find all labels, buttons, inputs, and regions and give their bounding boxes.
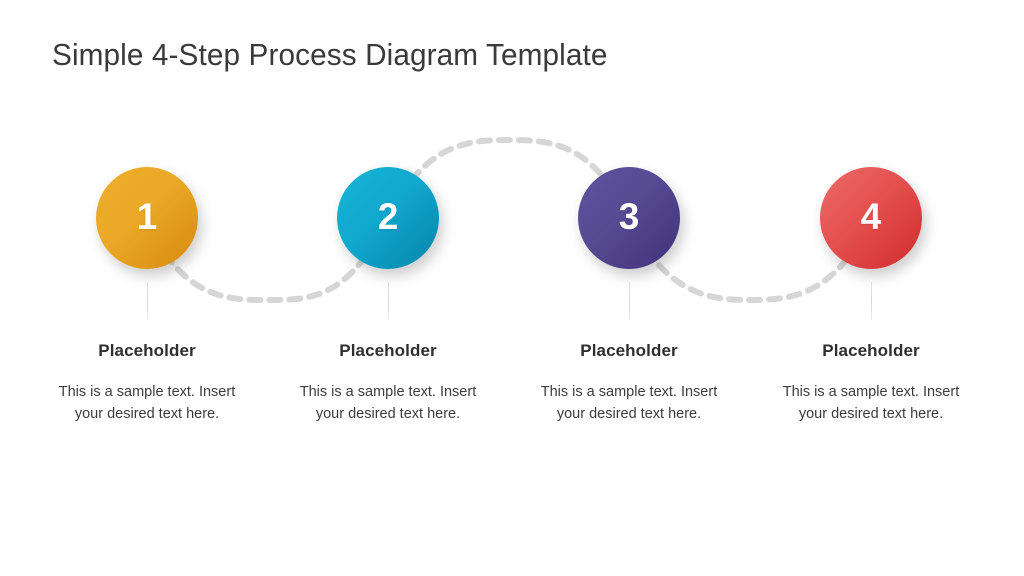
step-2-heading: Placeholder [339,341,437,360]
step-4-tick-line [871,282,872,320]
step-3-tick-line [629,282,630,320]
step-2-circle[interactable]: 2 [337,167,439,269]
step-4-circle[interactable]: 4 [820,167,922,269]
process-step-2[interactable]: 2 Placeholder This is a sample text. Ins… [267,0,509,576]
step-4-body: This is a sample text. Insert your desir… [782,384,960,422]
step-2-body: This is a sample text. Insert your desir… [299,384,477,422]
process-step-1[interactable]: 1 Placeholder This is a sample text. Ins… [26,0,268,576]
step-3-number: 3 [618,196,640,237]
step-3-heading: Placeholder [580,341,678,360]
step-1-number: 1 [136,196,158,237]
step-2-number: 2 [377,196,399,237]
step-1-tick-line [147,282,148,320]
step-4-number: 4 [860,196,882,237]
step-4-heading: Placeholder [822,341,920,360]
process-step-4[interactable]: 4 Placeholder This is a sample text. Ins… [750,0,992,576]
process-step-3[interactable]: 3 Placeholder This is a sample text. Ins… [508,0,750,576]
step-3-body: This is a sample text. Insert your desir… [540,384,718,422]
step-1-body: This is a sample text. Insert your desir… [58,384,236,422]
step-2-tick-line [388,282,389,320]
step-1-circle[interactable]: 1 [96,167,198,269]
page-title: Simple 4-Step Process Diagram Template [52,37,608,72]
step-1-heading: Placeholder [98,341,196,360]
step-3-circle[interactable]: 3 [578,167,680,269]
